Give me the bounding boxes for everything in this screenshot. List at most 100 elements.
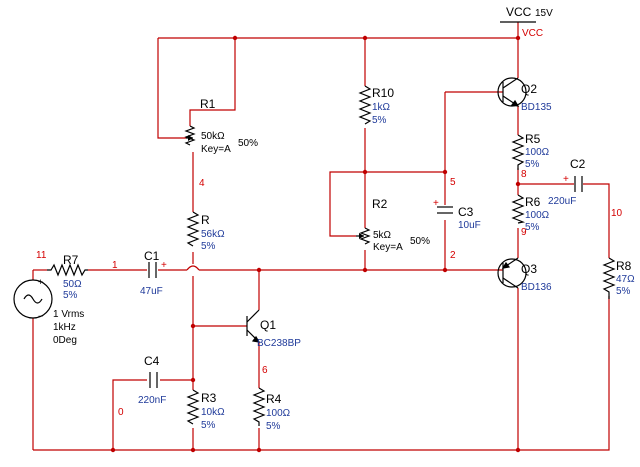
c1-value: 47uF	[140, 286, 163, 297]
q3-ref: Q3	[521, 262, 537, 276]
node-label-6: 6	[262, 365, 268, 376]
r1-setting: 50%	[238, 138, 258, 149]
c2-value: 220uF	[548, 196, 576, 207]
r3-tol: 5%	[201, 420, 216, 431]
junction-dot	[362, 35, 368, 41]
vcc-name: VCC	[506, 5, 532, 19]
source-frequency: 1kHz	[53, 322, 76, 333]
junction-dot	[110, 447, 116, 453]
resistor-zigzag-r	[186, 211, 200, 247]
r-value: 56kΩ	[201, 229, 225, 240]
junctions	[110, 35, 521, 453]
svg-text:+: +	[433, 198, 439, 209]
c1-ref: C1	[144, 249, 160, 263]
junction-dot	[190, 377, 196, 383]
junction-dot	[256, 267, 262, 273]
wire-r1-top	[189, 38, 236, 126]
resistor-zigzag-r2	[359, 227, 371, 245]
resistor-zigzag-r3	[186, 389, 200, 425]
q2-model: BD135	[521, 102, 552, 113]
r2-key: Key=A	[373, 242, 403, 253]
junction-dot	[362, 267, 368, 273]
svg-text:+: +	[161, 260, 167, 271]
r7-tol: 5%	[63, 290, 78, 301]
vcc-rail-symbol: VCC 15V VCC	[500, 5, 553, 39]
r7-ref: R7	[63, 253, 79, 267]
node-label-2: 2	[450, 250, 456, 261]
resistor-zigzag-r1	[184, 125, 196, 146]
q1-model: BC238BP	[257, 338, 301, 349]
r3-ref: R3	[201, 391, 217, 405]
wire-c2-r8	[583, 183, 610, 258]
vcc-value: 15V	[535, 8, 553, 19]
r8-tol: 5%	[616, 286, 631, 297]
junction-dot	[515, 35, 521, 41]
r10-ref: R10	[372, 86, 394, 100]
c3-value: 10uF	[458, 220, 481, 231]
resistor-zigzag-r8	[602, 257, 616, 299]
resistor-zigzag-r4	[252, 387, 266, 426]
r7-value: 50Ω	[63, 279, 82, 290]
resistor-zigzag-r5	[511, 134, 525, 170]
r6-ref: R6	[525, 195, 541, 209]
junction-dot	[442, 169, 448, 175]
transistor-q1	[246, 309, 261, 343]
node-label-9: 9	[521, 227, 527, 238]
wire-c4-left	[112, 379, 147, 450]
r3-value: 10kΩ	[201, 407, 225, 418]
r8-ref: R8	[616, 259, 632, 273]
resistor-symbols	[47, 85, 616, 426]
wiper-arrowhead-r1	[188, 135, 193, 141]
source-phase: 0Deg	[53, 335, 77, 346]
r5-ref: R5	[525, 132, 541, 146]
r2-value: 5kΩ	[373, 230, 392, 241]
junction-dot	[515, 181, 521, 187]
r-tol: 5%	[201, 241, 216, 252]
node-label-10: 10	[611, 208, 623, 219]
resistor-zigzag-r6	[511, 194, 526, 224]
junction-dot	[442, 267, 448, 273]
r5-value: 100Ω	[525, 147, 550, 158]
r2-setting: 50%	[410, 236, 430, 247]
pot-wipers	[186, 135, 364, 239]
c4-ref: C4	[144, 354, 160, 368]
wire-r1-left-loop	[157, 38, 186, 139]
c3-ref: C3	[458, 205, 474, 219]
ac-source-symbol: + −	[13, 277, 53, 321]
resistor-zigzag-r10	[358, 85, 372, 125]
transistor-q3	[497, 257, 527, 289]
svg-text:+: +	[38, 277, 43, 287]
node-label-8: 8	[521, 169, 527, 180]
resistor-zigzag-r7	[47, 263, 88, 277]
r10-tol: 5%	[372, 115, 387, 126]
capacitor-symbols: + + +	[148, 174, 583, 388]
wire-r8-bottom	[518, 296, 610, 451]
transistor-q2	[497, 77, 527, 107]
r8-value: 47Ω	[616, 274, 635, 285]
c4-value: 220nF	[138, 395, 166, 406]
node-label-11: 11	[36, 250, 47, 261]
r6-value: 100Ω	[525, 210, 550, 221]
r1-key: Key=A	[201, 144, 231, 155]
r4-ref: R4	[266, 392, 282, 406]
r5-tol: 5%	[525, 159, 540, 170]
source-amplitude: 1 Vrms	[53, 309, 84, 320]
q2-ref: Q2	[521, 82, 537, 96]
r6-tol: 5%	[525, 222, 540, 233]
q1-ref: Q1	[260, 318, 276, 332]
junction-dot	[256, 447, 262, 453]
node-label-4: 4	[199, 178, 205, 189]
wiper-arrowhead-r2	[359, 233, 364, 239]
q3-model: BD136	[521, 282, 552, 293]
r2-ref: R2	[372, 197, 388, 211]
node-label-1: 1	[112, 260, 118, 271]
junction-dot	[362, 169, 368, 175]
junction-dot	[190, 323, 196, 329]
r4-value: 100Ω	[266, 408, 291, 419]
r10-value: 1kΩ	[372, 102, 391, 113]
junction-dot	[515, 447, 521, 453]
r4-tol: 5%	[266, 421, 281, 432]
c2-ref: C2	[570, 157, 586, 171]
vcc-net-label: VCC	[522, 28, 543, 39]
r1-value: 50kΩ	[201, 131, 225, 142]
